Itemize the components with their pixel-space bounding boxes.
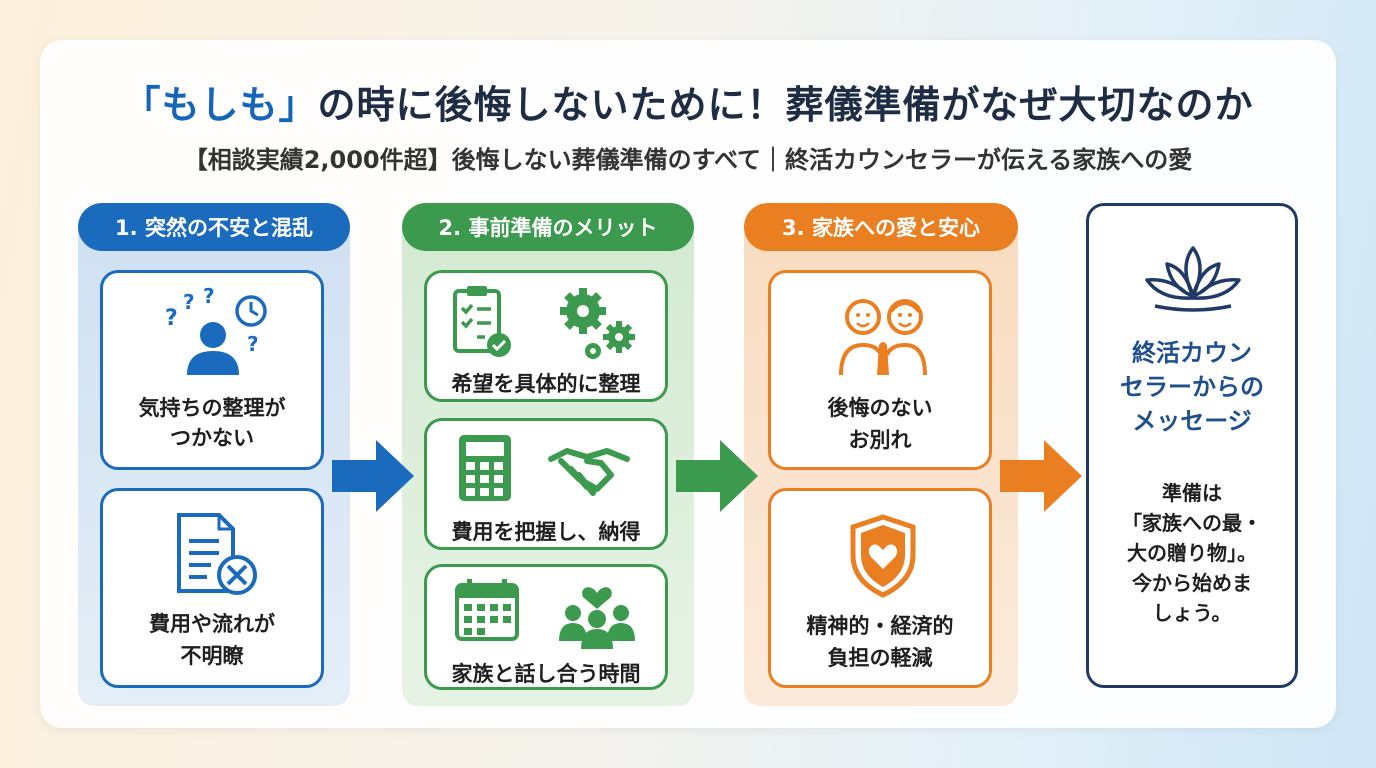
lotus-icon	[1145, 246, 1241, 312]
family-praying-icon	[839, 299, 927, 376]
message-body-line-4: 今から始めま	[1132, 571, 1252, 595]
arrow-right-icon	[1000, 440, 1082, 512]
arrow-right-icon	[676, 440, 758, 512]
section-2-badge: 2. 事前準備のメリット	[402, 203, 694, 251]
svg-text:?: ?	[203, 287, 215, 308]
section-3-badge: 3. 家族への愛と安心	[744, 203, 1018, 251]
section-1-item-2-line-2: 不明瞭	[180, 644, 244, 668]
section-2-item-2: 費用を把握し、納得	[424, 418, 668, 550]
heart-shield-icon	[850, 514, 916, 598]
message-body-line-3: 大の贈り物」。	[1127, 541, 1257, 565]
section-1-item-1-line-1: 気持ちの整理が	[138, 396, 286, 420]
section-3-item-1-line-2: お別れ	[848, 428, 912, 452]
section-3-item-2-line-1: 精神的・経済的	[806, 614, 954, 638]
section-2-item-2-label: 費用を把握し、納得	[451, 520, 641, 544]
page-subtitle: 【相談実績2,000件超】後悔しない葬儀準備のすべて｜終活カウンセラーが伝える家…	[183, 146, 1193, 174]
calendar-family-icon	[455, 579, 635, 649]
message-body-line-1: 準備は	[1162, 481, 1222, 505]
message-body: 準備は 「家族への最・ 大の贈り物」。 今から始めま しょう。	[1089, 478, 1295, 628]
section-2-item-3-label: 家族と話し合う時間	[451, 662, 641, 686]
message-title-line-1: 終活カウン	[1132, 339, 1252, 367]
section-2-item-1-label: 希望を具体的に整理	[451, 372, 641, 396]
section-2-item-3: 家族と話し合う時間	[424, 564, 668, 690]
title-rest: の時に後悔しないために！葬儀準備がなぜ大切なのか	[317, 83, 1254, 127]
message-body-line-2: 「家族への最・	[1122, 511, 1262, 535]
section-1-badge: 1. 突然の不安と混乱	[78, 203, 350, 251]
section-2-item-1: 希望を具体的に整理	[424, 270, 668, 402]
svg-text:?: ?	[247, 332, 259, 356]
section-1-item-2: 費用や流れが 不明瞭	[100, 488, 324, 688]
arrow-right-icon	[332, 440, 414, 512]
message-body-line-5: しょう。	[1152, 601, 1232, 625]
section-3-item-1: 後悔のない お別れ	[768, 270, 992, 470]
document-cancel-icon	[177, 513, 257, 595]
confused-person-clock-icon: ? ? ? ?	[165, 287, 267, 375]
svg-text:?: ?	[165, 306, 178, 331]
section-1-item-1-line-2: つかない	[170, 426, 254, 450]
section-3-item-2-line-2: 負担の軽減	[827, 646, 933, 670]
section-1-item-1: ? ? ? ? 気持ちの整理が つかない	[100, 270, 324, 470]
section-3-item-2: 精神的・経済的 負担の軽減	[768, 488, 992, 688]
svg-text:?: ?	[183, 290, 195, 314]
section-1-item-2-line-1: 費用や流れが	[149, 612, 275, 636]
calculator-handshake-icon	[459, 435, 630, 501]
title-accent: 「もしも」	[122, 83, 318, 127]
message-title: 終活カウン セラーからの メッセージ	[1089, 336, 1295, 438]
message-title-line-2: セラーからの	[1120, 373, 1264, 401]
checklist-gears-icon	[453, 286, 635, 359]
message-title-line-3: メッセージ	[1132, 407, 1252, 435]
page-title: 「もしも」の時に後悔しないために！葬儀準備がなぜ大切なのか	[0, 74, 1376, 129]
counselor-message-box: 終活カウン セラーからの メッセージ 準備は 「家族への最・ 大の贈り物」。 今…	[1086, 203, 1298, 688]
section-3-item-1-line-1: 後悔のない	[827, 396, 933, 420]
